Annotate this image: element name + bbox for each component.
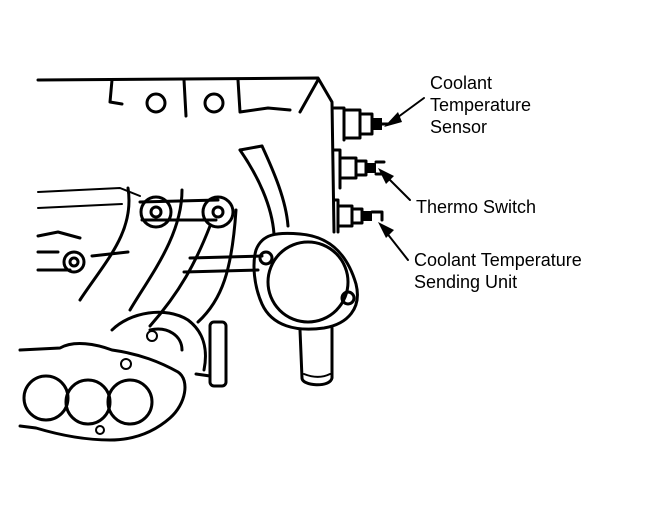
intake-manifold — [36, 76, 336, 328]
label-line: Coolant — [430, 73, 493, 93]
thermo-switch-part — [338, 156, 386, 180]
coolant-temperature-sending-unit-label: Coolant Temperature Sending Unit — [414, 249, 582, 293]
coolant-temperature-sending-unit-part — [336, 204, 384, 228]
label-line: Thermo Switch — [416, 197, 537, 217]
label-line: Sensor — [430, 117, 488, 137]
label-line: Coolant Temperature — [414, 250, 582, 270]
label-line: Sending Unit — [414, 272, 518, 292]
thermo-switch-label: Thermo Switch — [416, 196, 536, 218]
label-line: Temperature — [430, 95, 532, 115]
exhaust-flange — [18, 310, 228, 442]
coolant-temperature-sensor-part — [342, 108, 390, 140]
coolant-temperature-sensor-label: Coolant Temperature Sensor — [430, 72, 531, 138]
thermostat-housing — [252, 231, 359, 387]
leader-arrows — [378, 97, 425, 261]
